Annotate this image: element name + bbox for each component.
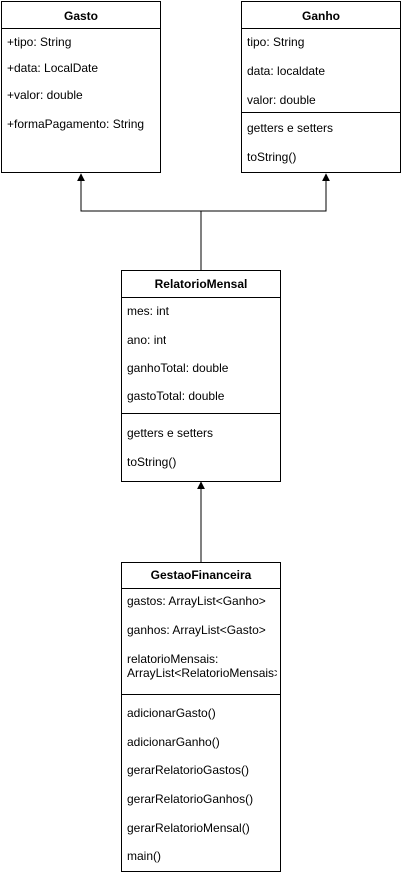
class-gestao-financeira-methods-divider — [122, 694, 280, 695]
class-relatorio-mensal-attribute: mes: int — [127, 304, 170, 318]
class-ganho-method: toString() — [247, 150, 297, 164]
edge-relatorio-to-gasto — [77, 173, 202, 270]
class-relatorio-mensal-attribute: ganhoTotal: double — [127, 361, 229, 375]
class-ganho-attribute: valor: double — [247, 93, 316, 107]
class-ganho-attribute: data: localdate — [247, 64, 326, 78]
class-gasto-attribute: +valor: double — [7, 88, 83, 102]
class-gestao-financeira-attribute: gastos: ArrayList<Ganho> — [127, 594, 266, 608]
class-gestao-financeira[interactable]: GestaoFinanceira gastos: ArrayList<Ganho… — [121, 562, 281, 872]
class-gestao-financeira-method: adicionarGasto() — [127, 706, 216, 720]
class-relatorio-mensal-method: toString() — [127, 455, 177, 469]
class-ganho[interactable]: Ganho tipo: String data: localdate valor… — [241, 1, 401, 173]
class-gestao-financeira-title: GestaoFinanceira — [150, 568, 252, 582]
class-gasto-attribute: +tipo: String — [7, 35, 72, 49]
class-gestao-financeira-method: gerarRelatorioMensal() — [127, 821, 250, 835]
class-gestao-financeira-divider — [122, 588, 280, 589]
class-relatorio-mensal-title: RelatorioMensal — [154, 277, 248, 291]
class-gestao-financeira-method: main() — [127, 849, 162, 863]
class-gasto-attribute: +formaPagamento: String — [7, 117, 145, 131]
class-gasto-title: Gasto — [63, 9, 98, 23]
class-relatorio-mensal[interactable]: RelatorioMensal mes: int ano: int ganhoT… — [121, 270, 281, 482]
class-relatorio-mensal-divider — [122, 297, 280, 298]
class-ganho-divider — [242, 28, 400, 29]
class-gasto[interactable]: Gasto +tipo: String +data: LocalDate +va… — [1, 1, 161, 173]
class-ganho-title: Ganho — [302, 9, 340, 23]
class-ganho-method: getters e setters — [247, 121, 334, 135]
class-ganho-methods-divider — [242, 112, 400, 113]
class-gasto-attribute: +data: LocalDate — [7, 61, 99, 75]
class-gasto-divider — [2, 28, 160, 29]
class-gestao-financeira-attribute: ganhos: ArrayList<Gasto> — [127, 623, 266, 637]
class-relatorio-mensal-methods-divider — [122, 413, 280, 414]
class-relatorio-mensal-method: getters e setters — [127, 426, 214, 440]
class-gestao-financeira-attribute: ArrayList<RelatorioMensais> — [127, 666, 277, 680]
class-ganho-attribute: tipo: String — [247, 35, 305, 49]
class-relatorio-mensal-attribute: ano: int — [127, 333, 167, 347]
edge-relatorio-to-ganho — [201, 173, 330, 212]
class-gestao-financeira-method: gerarRelatorioGastos() — [127, 763, 250, 777]
class-relatorio-mensal-attribute: gastoTotal: double — [127, 389, 225, 403]
class-gestao-financeira-attribute: relatorioMensais: — [127, 652, 219, 666]
class-gestao-financeira-method: adicionarGanho() — [127, 735, 220, 749]
class-gestao-financeira-method: gerarRelatorioGanhos() — [127, 792, 254, 806]
